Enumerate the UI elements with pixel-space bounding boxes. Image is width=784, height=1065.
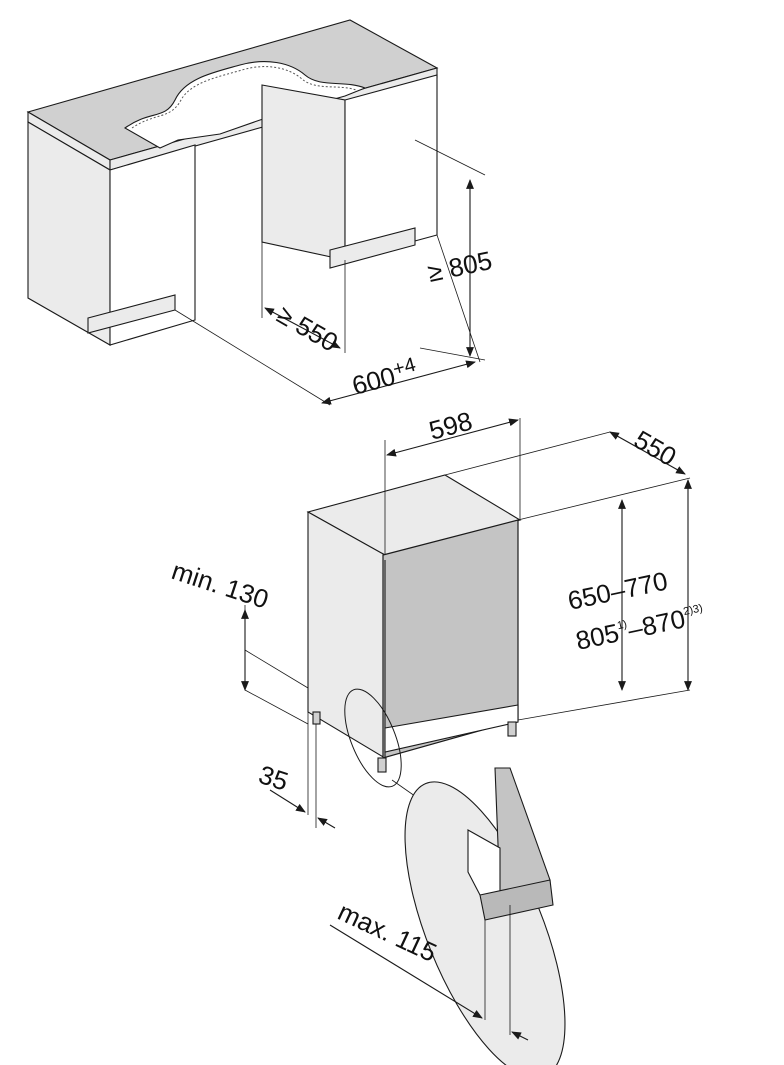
total-height-b: –870 <box>625 603 688 644</box>
total-height-b-sup: 2)3) <box>682 602 704 618</box>
right-cabinet-front <box>344 74 438 261</box>
foot-front-left <box>377 757 387 773</box>
dim-arrow-appliance-width <box>386 418 519 457</box>
right-cabinet-plinth <box>329 227 416 269</box>
detail-marker-circle <box>344 688 402 788</box>
dim-arrow-max-plinth <box>329 924 483 1019</box>
label-appliance-depth: 550 <box>629 424 682 472</box>
label-appliance-width: 598 <box>426 406 476 446</box>
right-cabinet-side <box>261 84 346 261</box>
dim-arrow-appliance-depth <box>609 431 686 475</box>
label-niche-width: 600+4 <box>349 354 421 401</box>
foot-front-right <box>507 721 517 737</box>
cutout-dotted-edge <box>131 66 357 129</box>
total-height-a: 805 <box>573 618 622 656</box>
foot-back-left <box>312 711 321 725</box>
dim-arrow-plinth-depth <box>269 789 306 813</box>
appliance-plinth <box>384 704 519 753</box>
detail-door-panel <box>494 767 551 896</box>
dim-arrow-max-plinth-b <box>511 1031 529 1041</box>
dim-arrow-depth-niche <box>264 307 341 349</box>
label-niche-height: ≥ 805 <box>425 245 495 288</box>
detail-base <box>479 879 554 921</box>
label-niche-depth: ≥ 550 <box>272 299 343 357</box>
niche-drawing: ≥ 805 ≥ 550 600+4 <box>26 19 495 406</box>
appliance-drawing: 598 550 650–770 8051)–8702)3) min. 130 3… <box>168 406 704 1065</box>
detail-magnified <box>404 767 566 1065</box>
label-niche-width-group: 600+4 <box>349 354 421 401</box>
countertop-cutout <box>123 61 367 149</box>
label-min-plinth: min. 130 <box>168 555 272 614</box>
total-height-a-sup: 1) <box>616 618 628 632</box>
dim-arrow-plinth-depth-b <box>317 817 336 829</box>
label-plinth-depth: 35 <box>255 759 292 796</box>
dim-arrow-width-niche <box>321 360 476 405</box>
